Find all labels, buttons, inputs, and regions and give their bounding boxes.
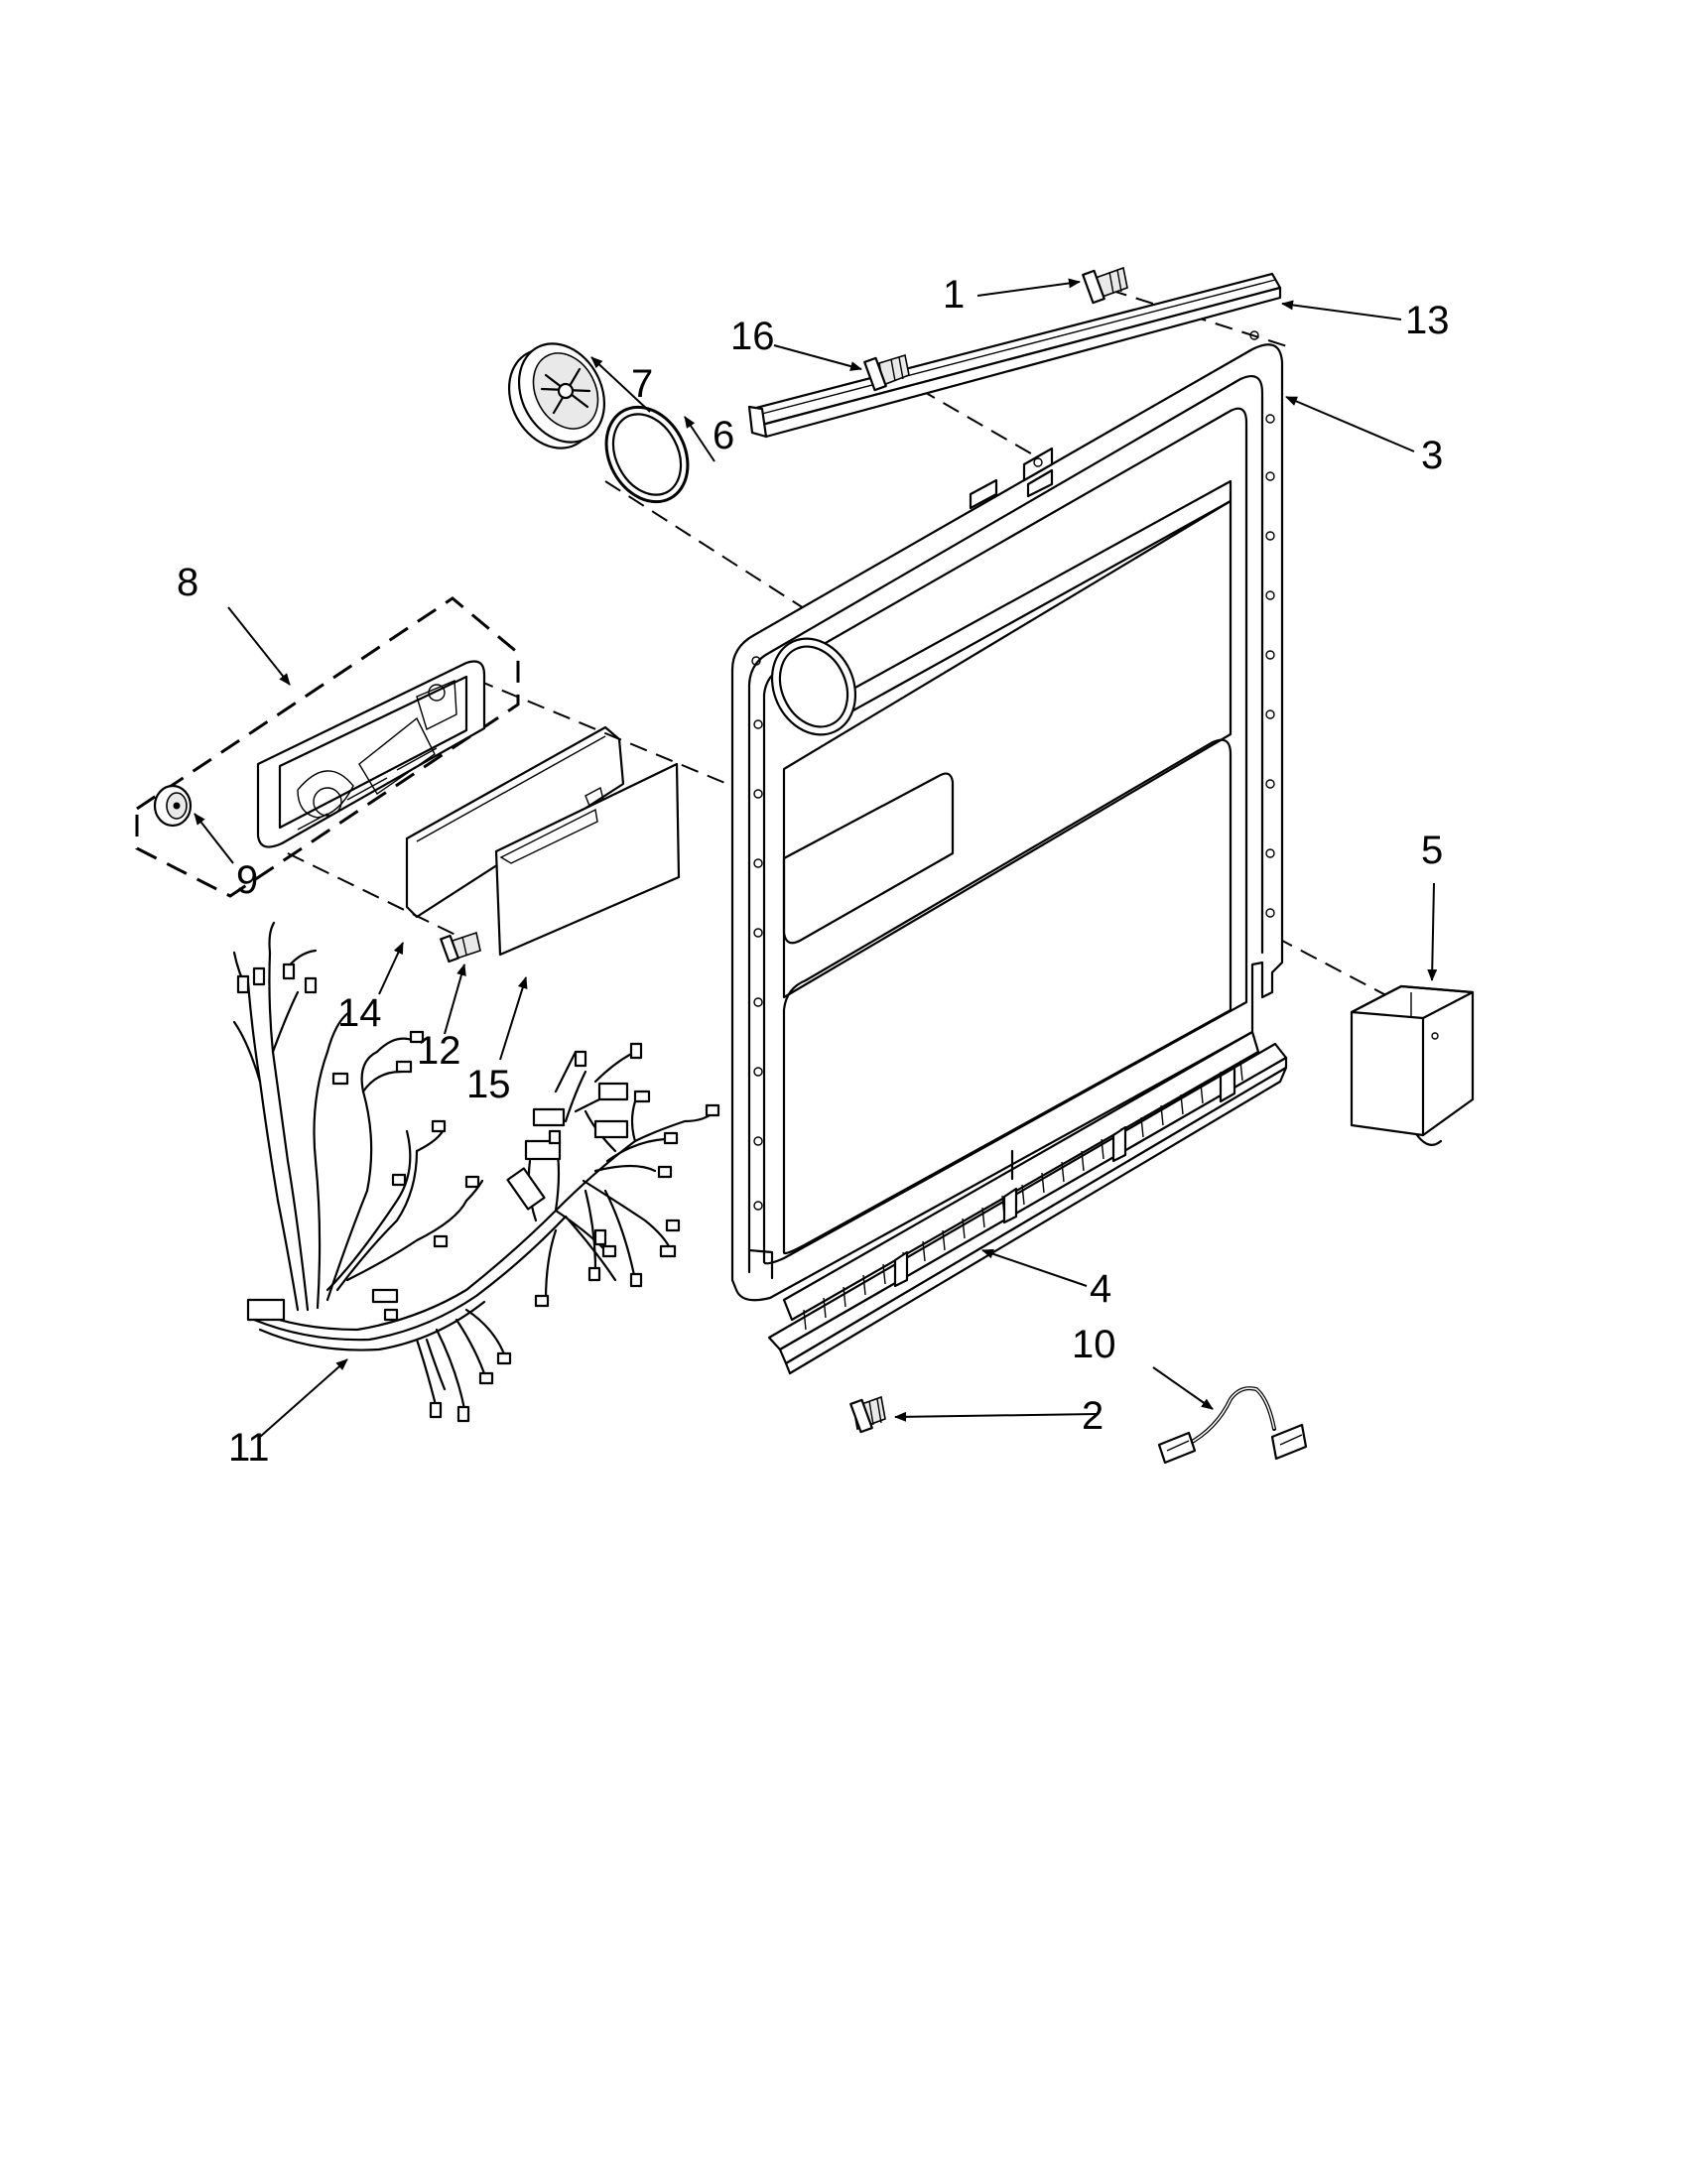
part-5-end-cap (1350, 984, 1475, 1146)
part-14-insulator (405, 725, 625, 919)
callout-12: 12 (417, 1029, 461, 1073)
part-10-cable (1157, 1386, 1308, 1465)
callout-5: 5 (1421, 829, 1443, 872)
callout-13: 13 (1405, 299, 1450, 342)
callout-14: 14 (337, 991, 382, 1035)
part-4-bottom-rail (767, 1030, 1288, 1375)
callout-1: 1 (943, 273, 965, 317)
harness-connectors (236, 963, 720, 1423)
part-16-screw (863, 353, 910, 392)
part-12-screw (440, 931, 481, 964)
callout-labels: 1 2 3 4 5 6 7 8 9 10 11 12 13 14 15 16 (177, 273, 1450, 1470)
callout-3: 3 (1421, 434, 1443, 477)
part-15-board (494, 762, 681, 957)
part-8-control-assembly (135, 596, 520, 898)
frame-holes (751, 330, 1275, 1211)
leader-arrows (194, 278, 1438, 1438)
callout-4: 4 (1090, 1267, 1111, 1311)
callout-7: 7 (631, 362, 653, 406)
callout-6: 6 (713, 414, 734, 457)
part-1-screw (1082, 266, 1128, 305)
part-2-screw (849, 1395, 886, 1434)
callout-9: 9 (236, 858, 258, 902)
part-6-gasket (604, 405, 690, 504)
callout-8: 8 (177, 561, 198, 604)
part-3-inner-door (730, 330, 1284, 1302)
callout-11: 11 (228, 1426, 270, 1470)
callout-15: 15 (466, 1063, 511, 1106)
callout-16: 16 (730, 315, 775, 358)
callout-2: 2 (1082, 1394, 1104, 1438)
part-9-knob (153, 784, 193, 828)
callout-10: 10 (1072, 1323, 1116, 1366)
part-7-vent (507, 342, 606, 450)
part-11-wiring-harness (232, 921, 720, 1423)
